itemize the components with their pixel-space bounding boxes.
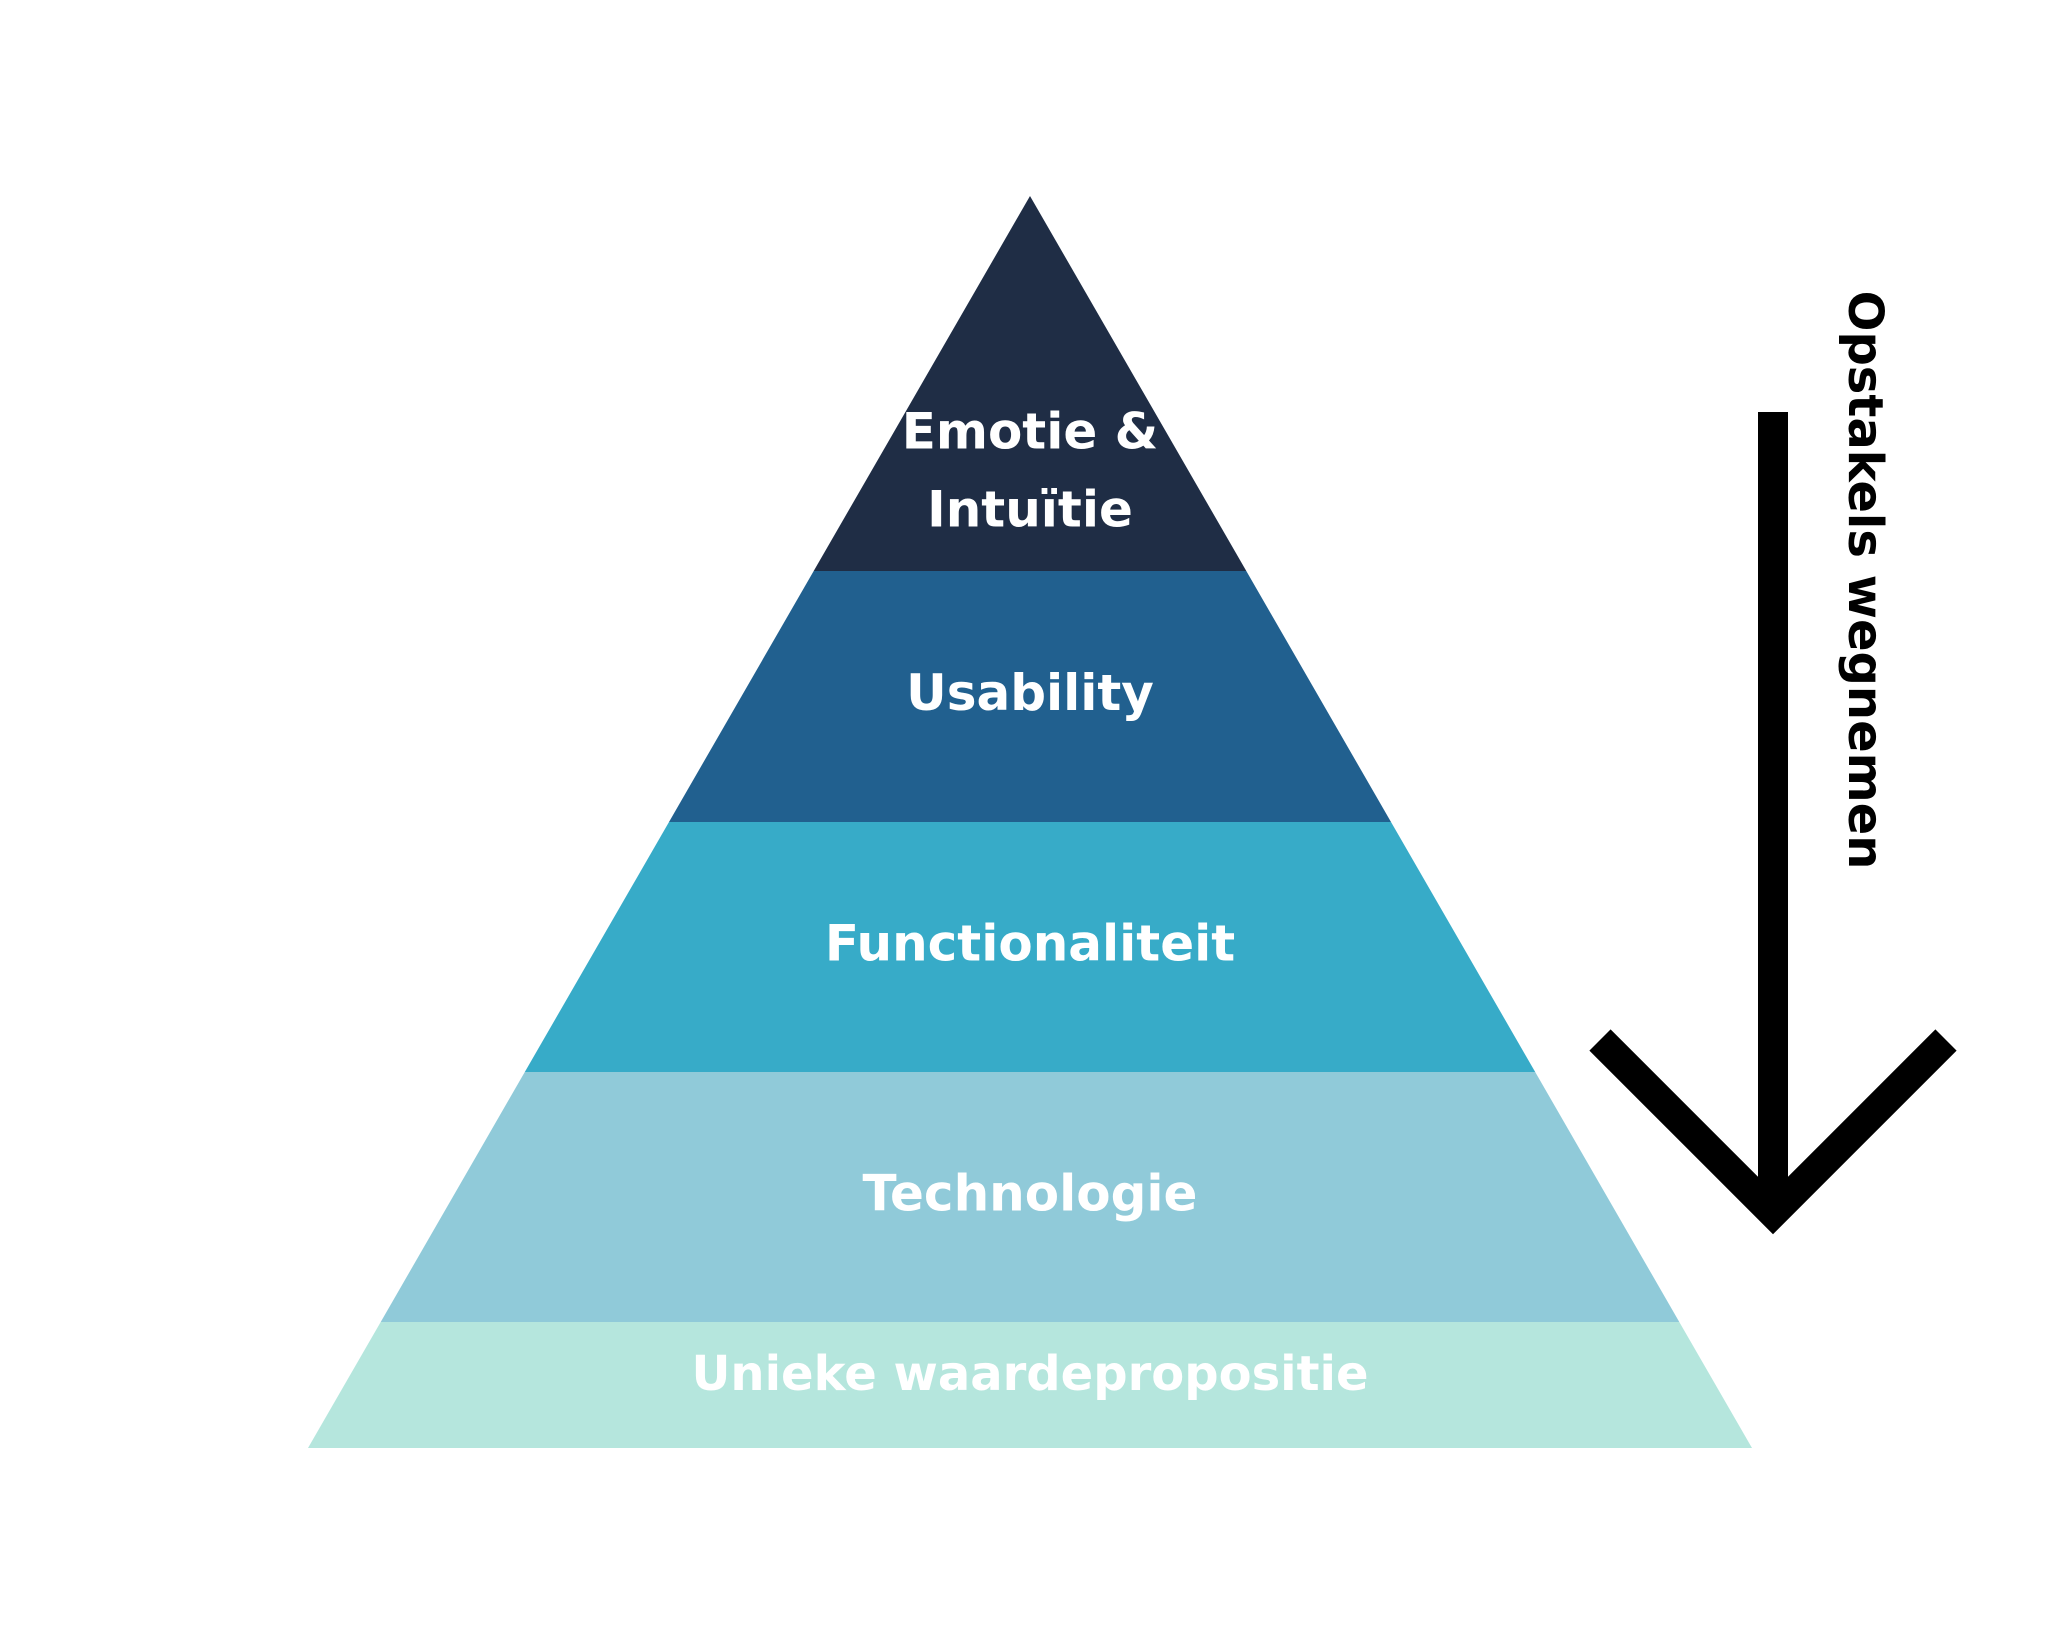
pyramid-layer-4	[380, 1072, 1680, 1322]
pyramid-labels: Emotie & IntuïtieUsabilityFunctionaliteit…	[691, 403, 1368, 1403]
arrow-label: Opstakels wegnemen	[1837, 291, 1893, 870]
pyramid-layer-1	[813, 196, 1247, 571]
pyramid-layer-3	[524, 822, 1536, 1072]
pyramid-layer-2	[669, 571, 1391, 822]
pyramid-layer-2-label: Usability	[906, 664, 1154, 722]
pyramid-layer-3-label: Functionaliteit	[825, 915, 1235, 973]
down-arrow	[1589, 412, 1957, 1235]
pyramid-layer-1-label: Emotie &	[902, 403, 1159, 461]
pyramid-layer-1-label: Intuïtie	[927, 481, 1133, 539]
pyramid-layer-5-label: Unieke waardepropositie	[691, 1346, 1368, 1402]
pyramid-layers	[308, 196, 1752, 1448]
pyramid-layer-5	[308, 1322, 1752, 1448]
arrow-head-chevron	[1589, 1029, 1957, 1235]
pyramid-layer-4-label: Technologie	[863, 1165, 1198, 1223]
